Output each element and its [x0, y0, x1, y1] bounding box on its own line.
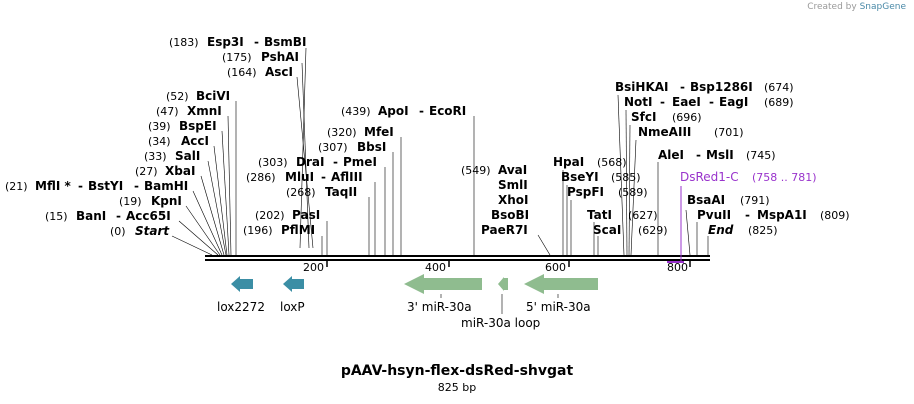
site-end[interactable]: End(825) [708, 223, 778, 237]
site-pflmi[interactable]: (196)PflMI [243, 223, 315, 237]
site-pasi[interactable]: (202)PasI [255, 208, 320, 222]
site-acci[interactable]: (34)AccI [148, 134, 209, 148]
feature-label: loxP [280, 300, 305, 314]
site-smli[interactable]: SmlI [498, 178, 528, 192]
site-noti[interactable]: NotI-EaeI-EagI(689) [624, 95, 794, 109]
inner-right-enzyme-labels: HpaI(568) BseYI(585) PspFI(589) TatI(627… [553, 155, 668, 237]
ruler-ticks [326, 260, 691, 267]
feature-5-mir-30a[interactable]: 5' miR-30a [524, 274, 598, 314]
feature-3-mir-30a[interactable]: 3' miR-30a [404, 274, 482, 314]
right-enzyme-labels: BsiHKAI-Bsp1286I(674) NotI-EaeI-EagI(689… [615, 80, 850, 237]
site-start[interactable]: (0)Start [110, 224, 170, 238]
site-sfci[interactable]: SfcI(696) [631, 110, 702, 124]
site-mfli[interactable]: (21)MflI *-BstYI-BamHI [5, 179, 188, 193]
site-xbai[interactable]: (27)XbaI [135, 164, 195, 178]
site-bseyi[interactable]: BseYI(585) [561, 170, 641, 184]
site-pshai[interactable]: (175)PshAI [222, 50, 299, 64]
left-enzyme-labels: (183)Esp3I-BsmBI (175)PshAI (164)AscI (5… [5, 35, 306, 238]
site-asci[interactable]: (164)AscI [227, 65, 293, 79]
cut-site-lines [171, 47, 709, 256]
feature-label: 3' miR-30a [407, 300, 472, 314]
site-avai[interactable]: (549)AvaI [461, 163, 527, 177]
site-alei[interactable]: AleI-MslI(745) [658, 148, 776, 162]
tick-200: 200 [303, 261, 324, 274]
feature-label: lox2272 [217, 300, 265, 314]
primer-name: DsRed1-C [680, 170, 739, 184]
tick-800: 800 [667, 261, 688, 274]
site-kpni[interactable]: (19)KpnI [119, 194, 182, 208]
site-apoi[interactable]: (439)ApoI-EcoRI [341, 104, 466, 118]
primer-dsred1-c[interactable]: DsRed1-C (758 .. 781) [667, 170, 817, 263]
site-bbsi[interactable]: (307)BbsI [318, 140, 386, 154]
site-bcivi[interactable]: (52)BciVI [166, 89, 230, 103]
map-length: 825 bp [437, 381, 477, 394]
feature-mir-30a-loop[interactable]: miR-30a loop [461, 277, 540, 330]
feature-label: 5' miR-30a [526, 300, 591, 314]
site-bani[interactable]: (15)BanI-Acc65I [45, 209, 171, 223]
site-paer7i[interactable]: PaeR7I [481, 223, 528, 237]
feature-lox2272[interactable]: lox2272 [217, 276, 265, 314]
site-taqii[interactable]: (268)TaqII [286, 185, 357, 199]
snapgene-credit: Created by SnapGene [807, 2, 906, 12]
site-drai[interactable]: (303)DraI-PmeI [258, 155, 377, 169]
feature-label: miR-30a loop [461, 316, 540, 330]
center-enzyme-labels: (549)AvaI SmlI XhoI BsoBI PaeR7I [461, 163, 529, 237]
site-tati[interactable]: TatI(627) [587, 208, 658, 222]
site-scai[interactable]: ScaI(629) [593, 223, 668, 237]
site-mlui[interactable]: (286)MluI-AflIII [246, 170, 363, 184]
credit-brand: SnapGene [859, 2, 906, 12]
site-xmni[interactable]: (47)XmnI [156, 104, 222, 118]
site-pspfi[interactable]: PspFI(589) [567, 185, 648, 199]
site-bsaai[interactable]: BsaAI(791) [687, 193, 770, 207]
site-bsihkai[interactable]: BsiHKAI-Bsp1286I(674) [615, 80, 794, 94]
primer-range: (758 .. 781) [752, 171, 817, 184]
tick-600: 600 [545, 261, 566, 274]
tick-400: 400 [425, 261, 446, 274]
site-bsobi[interactable]: BsoBI [491, 208, 529, 222]
feature-loxp[interactable]: loxP [280, 276, 305, 314]
site-esp3i[interactable]: (183)Esp3I-BsmBI [169, 35, 306, 49]
site-mfei[interactable]: (320)MfeI [327, 125, 394, 139]
site-sali[interactable]: (33)SalI [144, 149, 200, 163]
map-title: pAAV-hsyn-flex-dsRed-shvgat [340, 363, 574, 379]
site-bspei[interactable]: (39)BspEI [148, 119, 217, 133]
site-hpai[interactable]: HpaI(568) [553, 155, 627, 169]
site-pvuii[interactable]: PvuII-MspA1I(809) [697, 208, 850, 222]
middle-enzyme-labels: (439)ApoI-EcoRI (320)MfeI (307)BbsI (303… [243, 104, 466, 237]
sequence-backbone [205, 255, 710, 261]
site-xhoi[interactable]: XhoI [498, 193, 529, 207]
site-nmeaiii[interactable]: NmeAIII(701) [638, 125, 744, 139]
credit-prefix: Created by [807, 2, 857, 12]
